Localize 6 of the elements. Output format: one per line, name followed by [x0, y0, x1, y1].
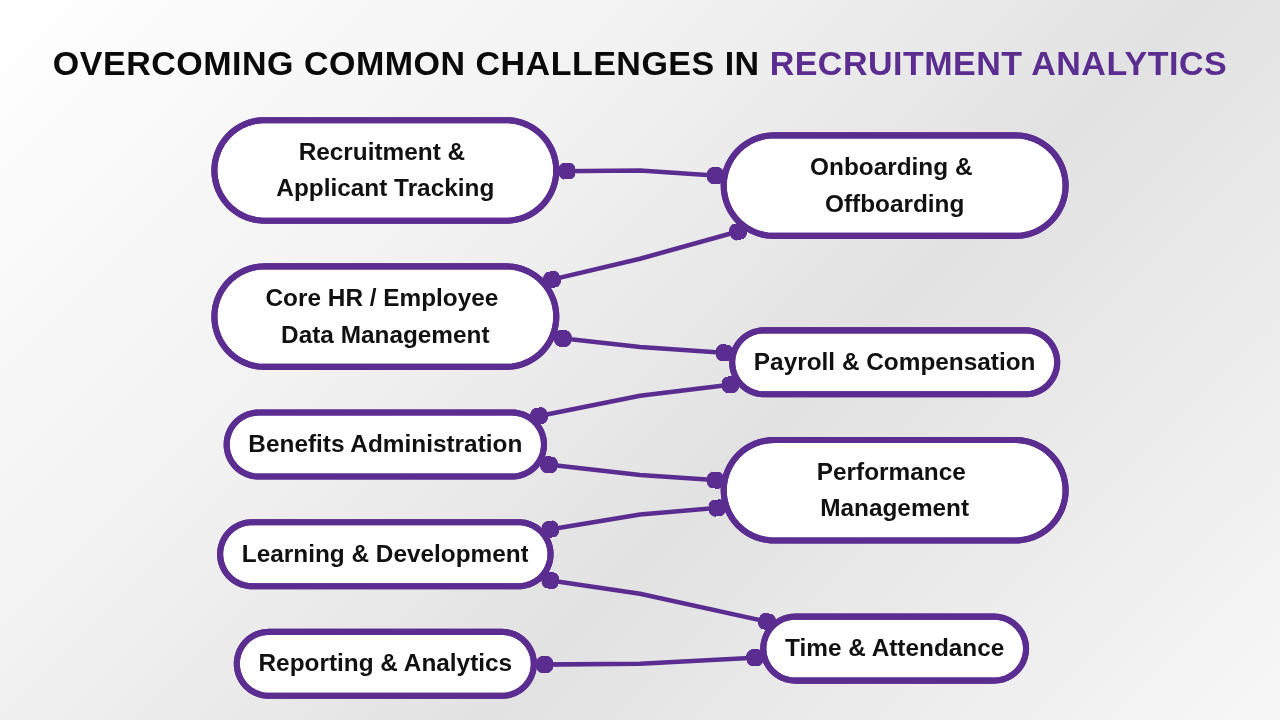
connector: [540, 498, 728, 539]
title: OVERCOMING COMMON CHALLENGES IN RECRUITMENT ANALYTICS: [51, 43, 1229, 84]
connector: [528, 375, 741, 426]
connector: [552, 329, 735, 362]
connector: [541, 222, 749, 289]
connector: [540, 571, 778, 631]
